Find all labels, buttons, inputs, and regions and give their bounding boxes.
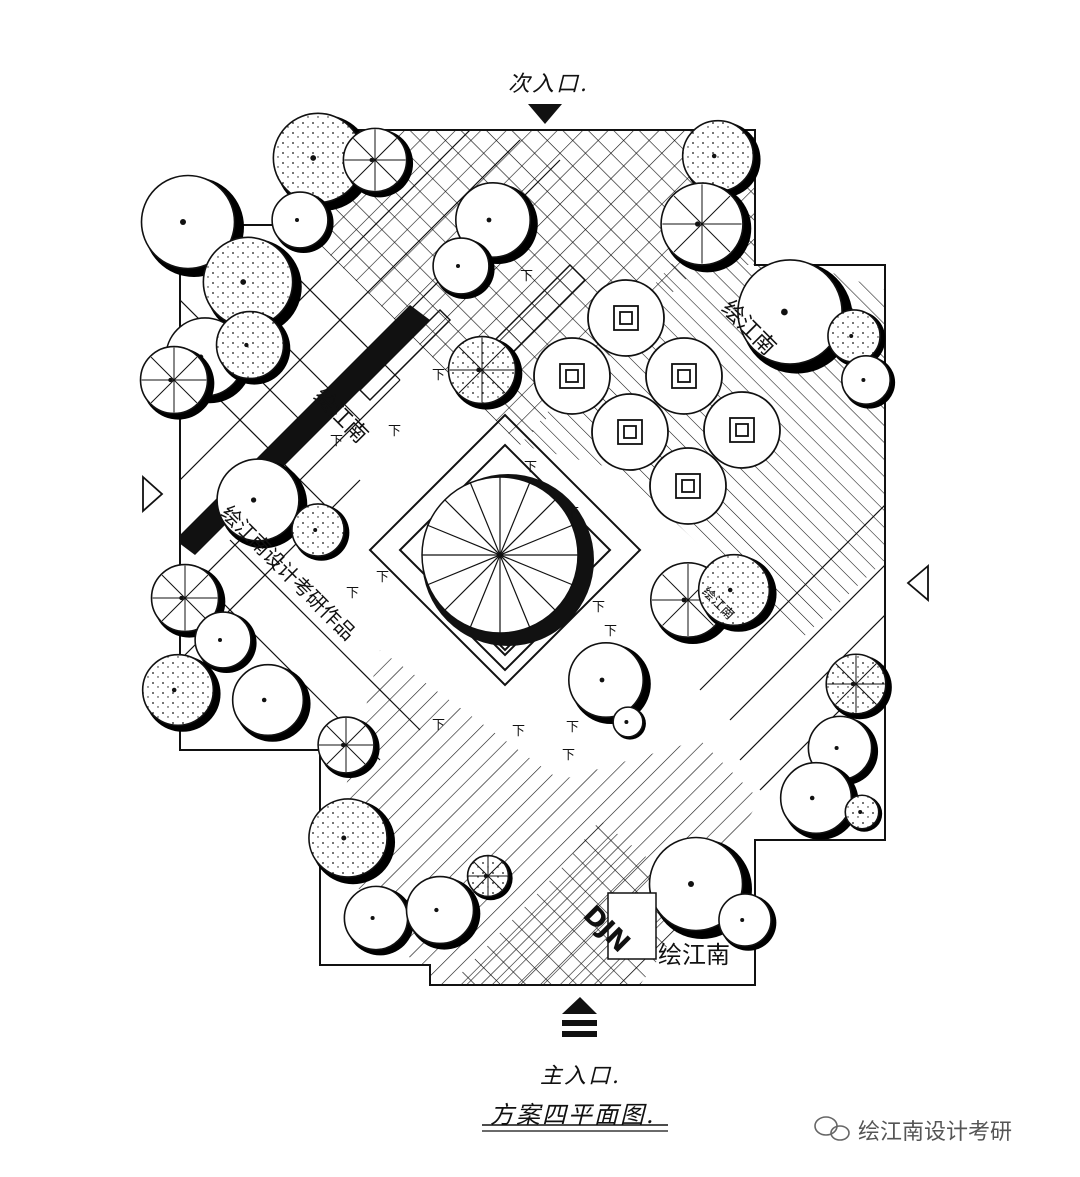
tree-icon [567, 641, 651, 724]
planter-group [533, 279, 781, 525]
tree-icon [317, 716, 380, 778]
step-mark: 下 [592, 600, 606, 615]
step-mark: 下 [524, 460, 538, 475]
step-mark: 下 [330, 434, 344, 449]
step-mark: 下 [520, 269, 534, 284]
tree-canopies [139, 112, 896, 956]
tree-icon [825, 653, 892, 720]
step-mark: 下 [512, 724, 526, 739]
tree-icon [807, 715, 879, 786]
tree-icon [272, 112, 372, 211]
djn-logo [607, 892, 657, 960]
tree-icon [216, 458, 308, 549]
tree-icon [343, 885, 415, 956]
tree-icon [308, 798, 396, 885]
tree-icon [432, 237, 495, 299]
plan-title: 方案四平面图. [490, 1101, 656, 1129]
tree-icon [202, 236, 302, 335]
step-mark: 下 [432, 718, 446, 733]
step-mark: 下 [562, 748, 576, 763]
tree-icon [612, 706, 646, 740]
step-mark: 下 [566, 506, 580, 521]
top-entrance-paving [300, 130, 755, 445]
tree-icon [141, 653, 221, 732]
top-entrance-arrow-icon [528, 104, 562, 124]
tree-icon [779, 761, 859, 840]
tree-icon [215, 310, 291, 385]
step-mark: 下 [376, 570, 390, 585]
tree-icon [405, 875, 481, 950]
tree-icon [827, 309, 886, 367]
tree-icon [150, 563, 226, 638]
tree-icon [447, 335, 523, 410]
tree-icon [291, 503, 350, 561]
tree-icon [697, 553, 777, 632]
west-entrance-triangle-icon [142, 474, 164, 514]
tree-icon [841, 355, 896, 409]
tree-icon [466, 854, 513, 901]
tree-icon [342, 127, 414, 198]
tree-icon [844, 794, 883, 832]
wechat-icon [814, 1116, 850, 1141]
tree-icon [681, 119, 761, 198]
tree-icon [139, 345, 215, 420]
logo-text: 绘江南 [658, 941, 730, 969]
tree-icon [737, 259, 853, 374]
central-pavilion [421, 474, 594, 646]
east-entrance-triangle-icon [906, 564, 929, 602]
step-mark: 下 [432, 368, 446, 383]
secondary-entrance-label: 次入口. [508, 72, 589, 97]
main-entrance-label: 主入口. [540, 1064, 621, 1089]
step-mark: 下 [566, 720, 580, 735]
tree-icon [271, 191, 334, 253]
tree-icon [718, 893, 777, 951]
step-mark: 下 [604, 624, 618, 639]
tree-icon [454, 182, 538, 264]
footer-watermark: 绘江南设计考研 [858, 1120, 1013, 1145]
step-mark: 下 [388, 424, 402, 439]
tree-icon [194, 611, 257, 673]
tree-icon [660, 182, 752, 273]
main-entrance-arrow-icon [562, 997, 597, 1037]
step-mark: 下 [346, 586, 360, 601]
tree-icon [231, 663, 311, 742]
